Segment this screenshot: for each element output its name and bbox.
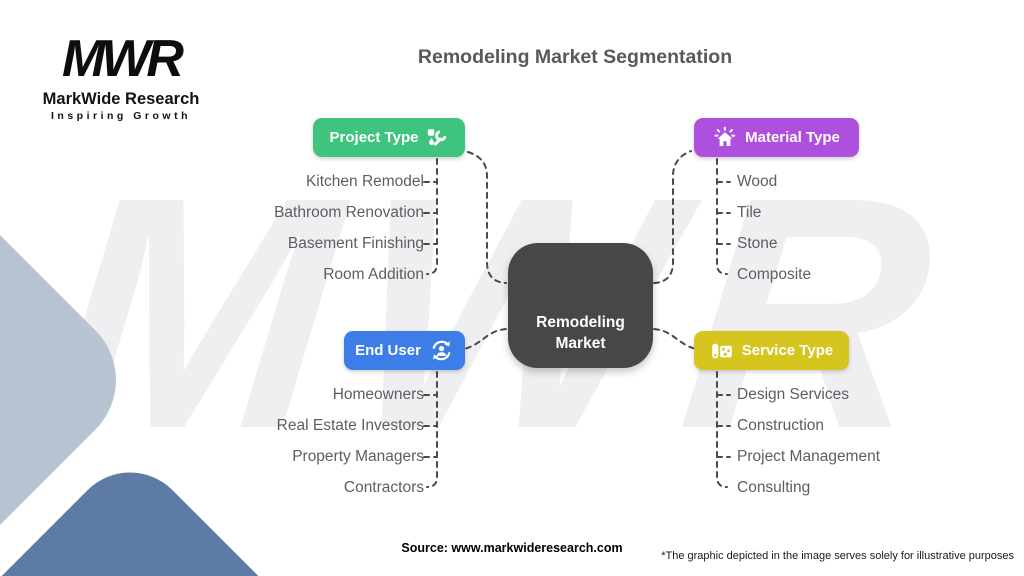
list-item: Project Management <box>737 448 881 465</box>
list-item: Tile <box>737 204 762 221</box>
list-item: Property Managers <box>292 448 424 465</box>
branch-badge-material-type: Material Type <box>694 118 859 157</box>
logo-name: MarkWide Research <box>42 90 200 108</box>
disclaimer-text: *The graphic depicted in the image serve… <box>661 550 1014 562</box>
central-node-line2: Market <box>555 335 606 352</box>
branch-label-material-type: Material Type <box>745 129 840 146</box>
brand-logo: MWR MarkWide Research Inspiring Growth <box>36 30 206 122</box>
home-sparkle-icon <box>713 126 737 150</box>
wrench-droplet-icon <box>426 127 448 149</box>
branch-label-service-type: Service Type <box>741 342 834 359</box>
list-item: Basement Finishing <box>287 235 424 252</box>
list-item: Bathroom Renovation <box>274 204 424 221</box>
branch-label-end-user: End User <box>355 342 421 359</box>
branch-badge-end-user: End User <box>344 331 465 370</box>
device-photo-icon <box>710 339 734 363</box>
end-user-items: Homeowners Real Estate Investors Propert… <box>124 379 424 503</box>
list-item: Design Services <box>737 386 849 403</box>
branch-badge-service-type: Service Type <box>694 331 849 370</box>
central-node-remodeling-market: Remodeling Market <box>508 243 653 368</box>
list-item: Composite <box>737 266 812 283</box>
material-type-items: Wood Tile Stone Composite <box>737 166 1024 290</box>
service-type-items: Design Services Construction Project Man… <box>737 379 1024 503</box>
list-item: Contractors <box>343 479 424 496</box>
branch-label-project-type: Project Type <box>329 129 419 146</box>
list-item: Consulting <box>737 479 811 496</box>
list-item: Homeowners <box>332 386 424 403</box>
person-cycle-icon <box>429 338 454 363</box>
page-title: Remodeling Market Segmentation <box>417 46 733 68</box>
logo-monogram: MWR <box>62 30 184 88</box>
source-attribution: Source: www.markwideresearch.com <box>401 541 623 555</box>
logo-tagline: Inspiring Growth <box>51 110 191 122</box>
list-item: Room Addition <box>323 266 424 283</box>
list-item: Kitchen Remodel <box>305 173 424 190</box>
central-node-line1: Remodeling <box>536 314 625 331</box>
list-item: Real Estate Investors <box>276 417 424 434</box>
branch-badge-project-type: Project Type <box>313 118 465 157</box>
list-item: Stone <box>737 235 778 252</box>
list-item: Wood <box>737 173 778 190</box>
list-item: Construction <box>737 417 825 434</box>
project-type-items: Kitchen Remodel Bathroom Renovation Base… <box>124 166 424 290</box>
